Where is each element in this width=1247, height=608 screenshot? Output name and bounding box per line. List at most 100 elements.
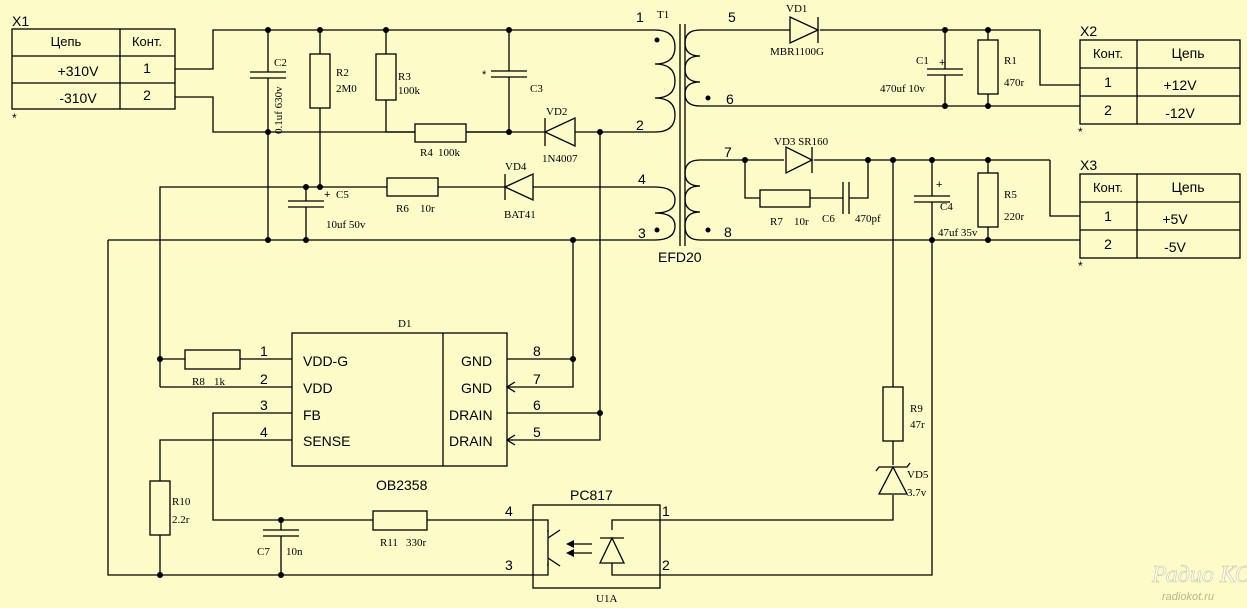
connector-x2-pin-1: 1 [1104,74,1112,90]
diode-vd2-ref: VD2 [546,106,567,118]
resistor-r4-value: 100k [438,147,461,159]
connector-x1-pin-2: 2 [143,87,151,103]
connector-x2-ref: X2 [1080,23,1097,39]
diode-vd5-ref: VD5 [907,469,929,481]
ic-pin-7-num: 7 [533,371,541,387]
capacitor-c3-mark: * [482,69,487,81]
connector-x1-col-net: Цепь [51,34,82,49]
optocoupler-part: PC817 [570,487,613,503]
diode-vd1-value: MBR1100G [770,46,824,58]
resistor-r8-value: 1k [214,376,226,388]
connector-x2: X2 Конт. Цепь 1 +12V 2 -12V * [1078,23,1241,139]
diode-vd5: VD5 3.7v [875,462,929,499]
capacitor-c7: C7 10n [257,529,303,558]
resistor-r5: R5 220r [977,172,1025,228]
resistor-r5-ref: R5 [1004,189,1017,201]
capacitor-c2-value: 0.1uf 630v [273,86,285,134]
ic-pin-1-name: VDD-G [303,353,348,369]
connector-x2-net-2: -12V [1165,105,1195,121]
resistor-r1-ref: R1 [1004,55,1017,67]
resistor-r7-value: 10r [794,216,809,228]
capacitor-c2-ref: C2 [274,57,287,69]
resistor-r2-ref: R2 [336,67,349,79]
ic-pin-7-name: GND [461,380,492,396]
capacitor-c1-value: 470uf 10v [880,83,925,95]
connector-x3-pin-2: 2 [1104,236,1112,252]
connector-x3-pin-1: 1 [1104,208,1112,224]
capacitor-c3-ref: C3 [530,83,543,95]
capacitor-c7-value: 10n [286,546,303,558]
ic-pin-5-name: DRAIN [449,433,493,449]
capacitor-c4-value: 47uf 35v [938,227,978,239]
diode-vd5-value: 3.7v [907,487,927,499]
resistor-r11-value: 330r [406,537,427,549]
capacitor-c6-ref: C6 [822,213,835,225]
connector-x3-col-pin: Конт. [1093,180,1123,195]
resistor-r10-ref: R10 [172,496,191,508]
ic-pin-8-num: 8 [533,343,541,359]
primary-wires [107,29,655,576]
capacitor-c4-ref: C4 [940,201,953,213]
diode-vd2: VD2 1N4007 [542,106,578,165]
ic-d1-body [291,332,508,467]
ic-pin-8-name: GND [461,353,492,369]
transformer-pin-4: 4 [638,171,646,187]
resistor-r10: R10 2.2r [149,480,191,536]
resistor-r4: R4 100k [414,123,467,159]
connector-x2-mark: * [1078,125,1083,139]
ic-pin-1-num: 1 [260,343,268,359]
transformer-t1-core: EFD20 [658,249,702,265]
capacitor-c5-value: 10uf 50v [326,219,366,231]
optocoupler-pin-3: 3 [505,557,513,573]
connector-x1-col-pin: Конт. [132,34,162,49]
junction-dots [157,27,991,578]
transformer-pin-1: 1 [636,9,644,25]
secondary-wires [660,29,1080,576]
watermark-title: Радио КОТ [1151,562,1247,588]
diode-vd2-value: 1N4007 [542,153,578,165]
capacitor-c5-ref: C5 [336,189,349,201]
capacitor-c5: + C5 10uf 50v [288,189,366,231]
resistor-r2-value: 2M0 [336,83,357,95]
watermark: Радио КОТ radiokot.ru [1151,562,1247,603]
resistor-r6: R6 10r [386,177,439,215]
ic-pin-3-name: FB [303,407,321,423]
connector-x1-ref: X1 [12,13,29,29]
capacitor-c1-polarity: + [939,57,945,69]
resistor-r9-value: 47r [910,419,925,431]
resistor-r11-ref: R11 [380,537,398,549]
resistor-r7: R7 10r [759,189,811,228]
transformer-t1: T1 EFD20 1 2 4 3 5 6 7 8 [636,9,736,265]
resistor-r6-value: 10r [420,203,435,215]
ic-pin-6-name: DRAIN [449,407,493,423]
ic-pin-4-num: 4 [260,424,268,440]
resistor-r3-value: 100k [398,85,421,97]
connector-x3-mark: * [1078,259,1083,273]
transformer-pin-5: 5 [728,9,736,25]
resistor-r2: R2 2M0 [309,53,357,109]
capacitor-c1: + C1 470uf 10v [880,55,963,95]
ic-pin-5-num: 5 [533,424,541,440]
transformer-pin-7: 7 [724,144,732,160]
ic-d1-part: OB2358 [376,477,428,493]
resistor-r8-ref: R8 [192,376,205,388]
optocoupler-ref: U1A [596,593,617,605]
capacitor-c6: C6 470pf [822,182,881,225]
connector-x2-frame [1079,39,1241,125]
capacitor-c1-ref: C1 [916,55,929,67]
connector-x2-pin-2: 2 [1104,102,1112,118]
capacitor-c2: C2 0.1uf 630v [250,57,287,134]
resistor-r10-value: 2.2r [172,514,190,526]
connector-x2-net-1: +12V [1163,77,1197,93]
diode-vd4: VD4 BAT41 [503,161,536,221]
transformer-pin-3: 3 [638,225,646,241]
watermark-url: radiokot.ru [1162,591,1214,603]
optocoupler-body [532,504,661,589]
capacitor-c4-polarity: + [936,179,942,191]
transformer-t1-ref: T1 [657,9,669,21]
connector-x3-net-1: +5V [1162,211,1188,227]
ic-pin-2-name: VDD [303,380,333,396]
capacitor-c3: * C3 [482,69,543,95]
ic-pin-2-num: 2 [260,371,268,387]
